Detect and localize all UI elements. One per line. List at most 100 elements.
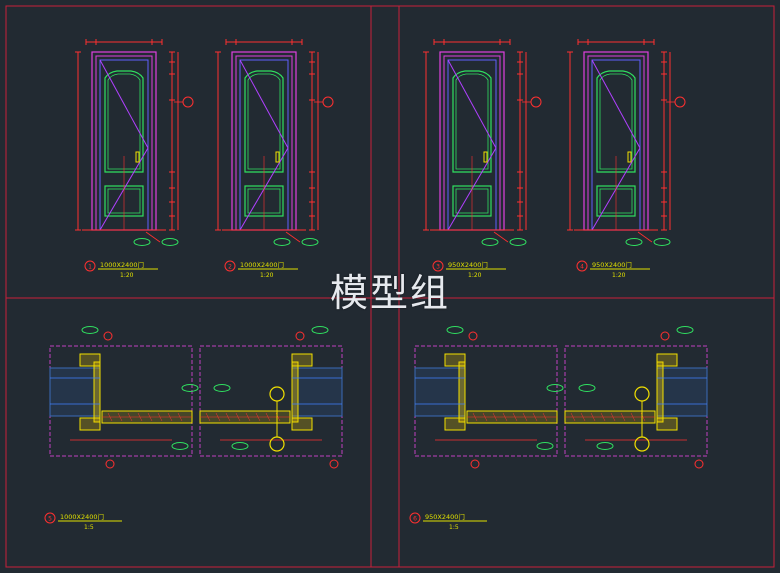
door-jamb — [458, 361, 466, 423]
hatch-line — [215, 412, 221, 422]
door-section-5: 5 1000X2400门 1:5 — [44, 326, 343, 531]
door-swing-line — [239, 59, 289, 149]
callout-leader — [637, 231, 653, 243]
callout-tag — [446, 326, 464, 334]
door-upper-panel — [596, 70, 636, 173]
door-jamb — [291, 361, 299, 423]
callout-tag — [133, 238, 151, 246]
hatch-line — [630, 412, 636, 422]
caption-number-circle — [432, 260, 444, 272]
architrave-trim — [656, 353, 678, 367]
door-swing-line — [447, 59, 497, 149]
detail-marker — [468, 331, 478, 341]
handle-knob — [269, 386, 285, 402]
caption-size-label: 1000X2400门 — [240, 260, 284, 269]
hatch-line — [600, 412, 606, 422]
caption-number-circle — [409, 512, 421, 524]
door-jamb — [93, 361, 101, 423]
section-marker — [182, 96, 194, 108]
callout-leader — [145, 231, 161, 243]
hatch-line — [492, 412, 498, 422]
callout-tag — [81, 326, 99, 334]
hatch-line — [482, 412, 488, 422]
section-marker — [530, 96, 542, 108]
hatch-line — [235, 412, 241, 422]
hatch-line — [472, 412, 478, 422]
wall-section — [291, 367, 343, 417]
door-jamb — [656, 361, 664, 423]
caption-scale: 1:5 — [84, 524, 94, 531]
caption-size-label: 1000X2400门 — [100, 260, 144, 269]
wall-section — [414, 367, 466, 417]
callout-tag — [171, 442, 189, 450]
callout-tag — [311, 326, 329, 334]
detail-marker — [103, 331, 113, 341]
section-marker — [674, 96, 686, 108]
hatch-line — [502, 412, 508, 422]
hatch-line — [167, 412, 173, 422]
hatch-line — [590, 412, 596, 422]
hatch-line — [265, 412, 271, 422]
door-handle — [275, 151, 280, 163]
hatch-line — [522, 412, 528, 422]
door-upper-panel-inner — [247, 73, 281, 170]
hatch-line — [580, 412, 586, 422]
wall-section — [49, 367, 101, 417]
caption-number: 5 — [48, 516, 52, 523]
callout-tag — [676, 326, 694, 334]
caption-number-circle — [224, 260, 236, 272]
door-upper-panel-inner — [107, 73, 141, 170]
callout-tag — [161, 238, 179, 246]
callout-leader — [493, 231, 509, 243]
door-handle — [483, 151, 488, 163]
door-handle — [627, 151, 632, 163]
callout-tag — [596, 442, 614, 450]
hatch-line — [255, 412, 261, 422]
hatch-line — [205, 412, 211, 422]
hatch-line — [137, 412, 143, 422]
callout-tag — [578, 384, 596, 392]
handle-knob — [269, 436, 285, 452]
detail-marker — [470, 459, 480, 469]
door-upper-panel-inner — [455, 73, 489, 170]
callout-leader — [285, 231, 301, 243]
architrave-trim — [291, 353, 313, 367]
door-upper-panel-inner — [599, 73, 633, 170]
door-upper-panel — [244, 70, 284, 173]
hatch-line — [620, 412, 626, 422]
hatch-line — [127, 412, 133, 422]
callout-tag — [481, 238, 499, 246]
caption-number-circle — [44, 512, 56, 524]
hatch-line — [147, 412, 153, 422]
door-upper-panel — [452, 70, 492, 173]
hatch-line — [177, 412, 183, 422]
section-marker — [322, 96, 334, 108]
caption-scale: 1:20 — [120, 272, 134, 279]
detail-marker — [660, 331, 670, 341]
callout-tag — [213, 384, 231, 392]
caption-number: 6 — [413, 516, 417, 523]
detail-marker — [694, 459, 704, 469]
hatch-line — [610, 412, 616, 422]
callout-tag — [509, 238, 527, 246]
door-upper-panel — [104, 70, 144, 173]
hatch-line — [512, 412, 518, 422]
caption-size-label: 1000X2400门 — [60, 512, 104, 521]
architrave-trim — [444, 353, 466, 367]
architrave-trim — [444, 417, 466, 431]
caption-number: 3 — [436, 264, 440, 271]
caption-number: 4 — [580, 264, 584, 271]
caption-size-label: 950X2400门 — [448, 260, 488, 269]
callout-tag — [625, 238, 643, 246]
architrave-trim — [79, 353, 101, 367]
hatch-line — [225, 412, 231, 422]
caption-number-circle — [576, 260, 588, 272]
callout-tag — [273, 238, 291, 246]
caption-number: 2 — [228, 264, 232, 271]
